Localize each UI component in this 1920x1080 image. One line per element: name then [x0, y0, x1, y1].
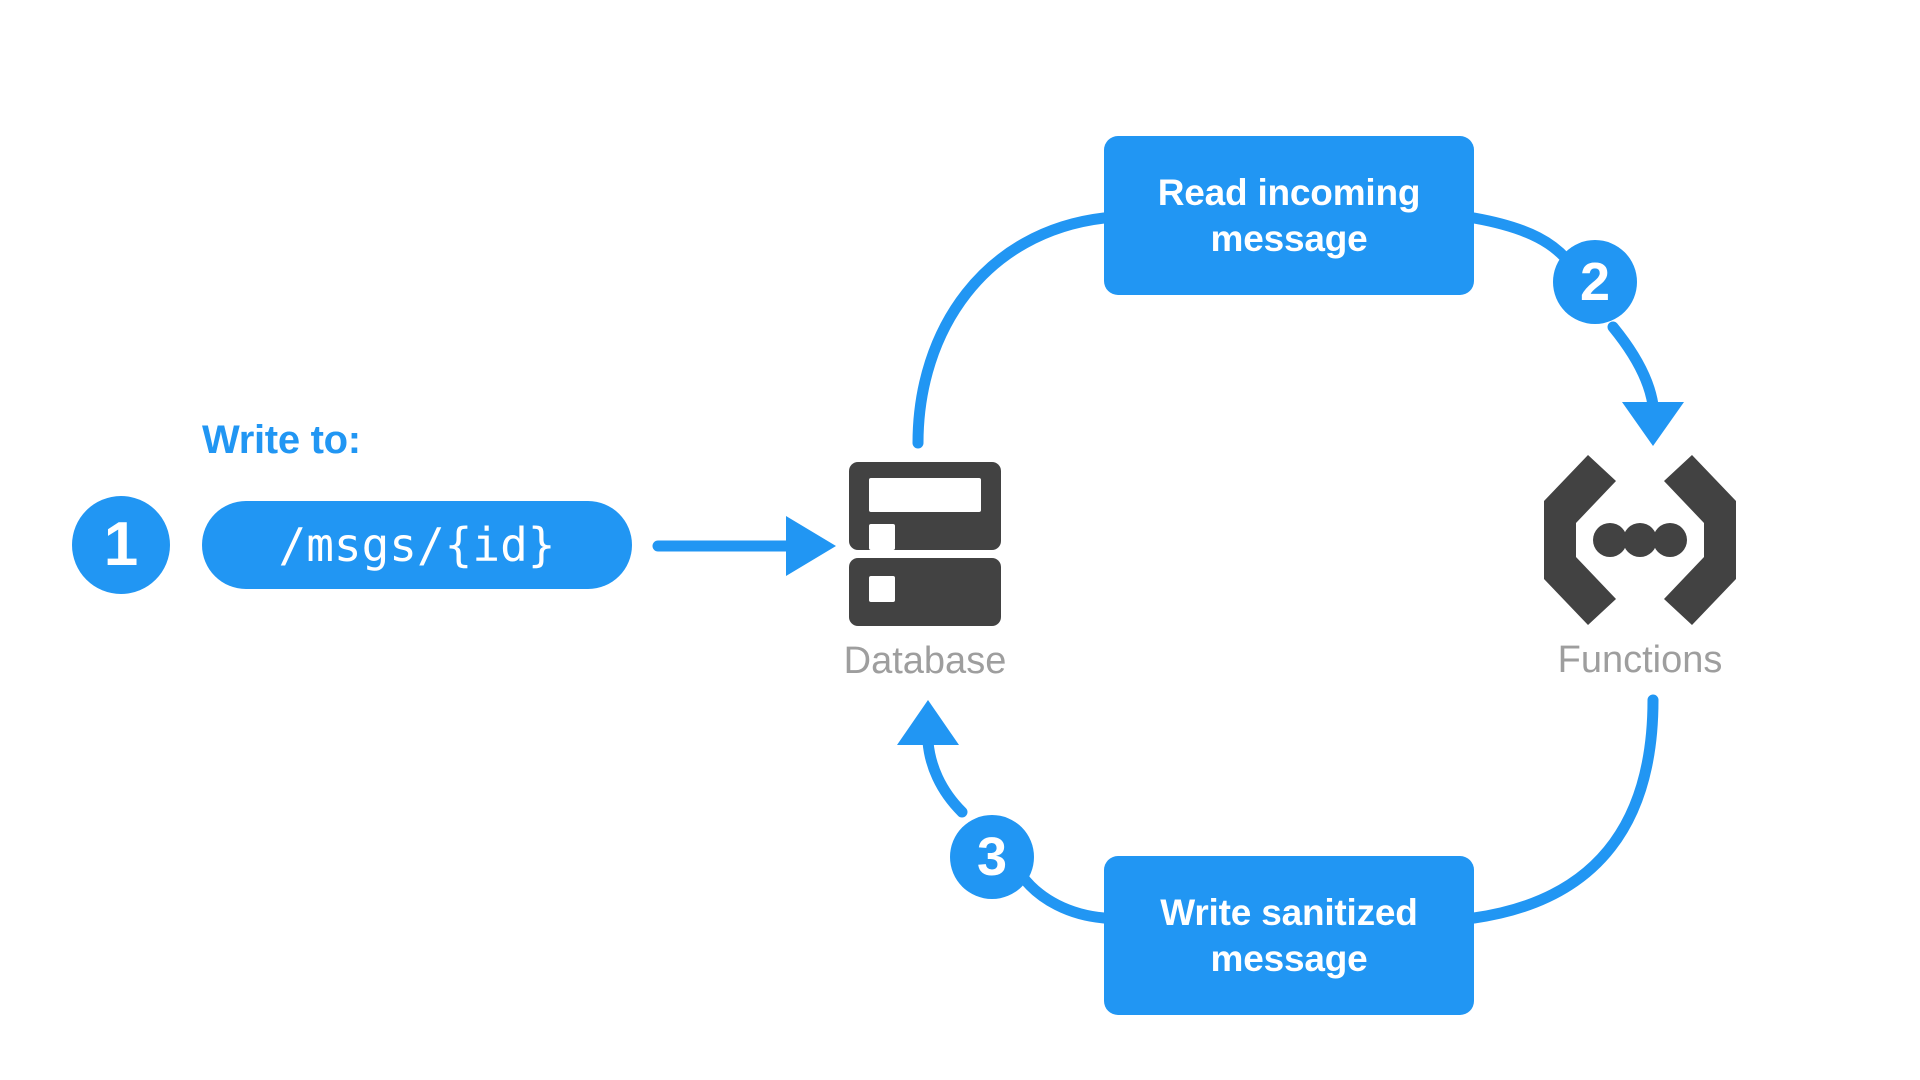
connector-functions-to-write [1468, 694, 1659, 924]
step-badge-1: 1 [72, 496, 170, 594]
step-badge-3: 3 [950, 815, 1034, 899]
write-to-label: Write to: [202, 418, 361, 462]
step-badge-2: 2 [1553, 240, 1637, 324]
database-label: Database [843, 640, 1007, 682]
database-icon [849, 462, 1001, 626]
connector-pill-to-database [652, 516, 836, 576]
connector-database-to-read [912, 212, 1110, 449]
box-read-incoming-message[interactable]: Read incoming message [1104, 136, 1474, 295]
box-write-sanitized-message[interactable]: Write sanitized message [1104, 856, 1474, 1015]
path-pill[interactable]: /msgs/{id} [202, 501, 632, 589]
functions-braces-icon [1544, 455, 1736, 625]
node-functions[interactable]: Functions [1530, 455, 1750, 682]
node-database[interactable]: Database [830, 462, 1020, 683]
functions-label: Functions [1557, 639, 1723, 681]
